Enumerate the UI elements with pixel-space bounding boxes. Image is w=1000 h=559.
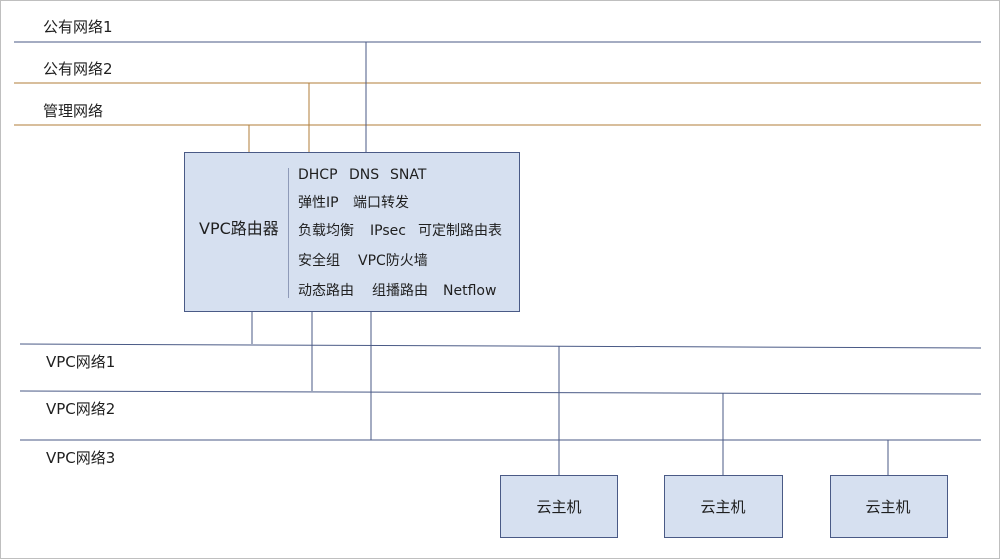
cloud-host-1-box	[500, 475, 618, 538]
vpc-network-1-line	[19, 343, 982, 349]
vpc-router: VPC路由器 DHCP DNS SNAT 弹性IP 端口转发 负载均衡 IPse…	[184, 152, 520, 312]
service-dns: DNS	[349, 167, 379, 183]
label-management-network: 管理网络	[43, 102, 103, 120]
service-vpc-firewall: VPC防火墙	[358, 253, 428, 269]
label-vpc-network-1: VPC网络1	[46, 353, 115, 371]
router-downlinks	[251, 312, 372, 440]
service-dynamic-routing: 动态路由	[298, 283, 354, 299]
network-labels: 公有网络1 公有网络2 管理网络 VPC网络1 VPC网络2 VPC网络3	[43, 18, 115, 467]
router-uplinks	[248, 42, 367, 152]
cloud-host-3-label: 云主机	[865, 498, 910, 516]
service-custom-route-table: 可定制路由表	[418, 223, 502, 239]
vpc-router-title: VPC路由器	[199, 219, 279, 238]
service-multicast-routing: 组播路由	[372, 283, 428, 299]
service-port-forwarding: 端口转发	[353, 195, 409, 211]
service-security-group: 安全组	[298, 252, 340, 269]
cloud-host-1: 云主机	[500, 475, 618, 538]
service-snat: SNAT	[390, 167, 427, 183]
label-vpc-network-3: VPC网络3	[46, 449, 115, 467]
service-netflow: Netflow	[443, 283, 496, 299]
router-services: DHCP DNS SNAT 弹性IP 端口转发 负载均衡 IPsec 可定制路由…	[298, 167, 502, 299]
cloud-host-3: 云主机	[830, 475, 948, 538]
label-vpc-network-2: VPC网络2	[46, 400, 115, 418]
host-links	[558, 346, 889, 475]
cloud-host-2-box	[664, 475, 783, 538]
service-dhcp: DHCP	[298, 167, 338, 183]
service-ipsec: IPsec	[370, 223, 406, 239]
network-lines	[14, 41, 982, 441]
vpc-router-box	[184, 152, 520, 312]
label-public-network-1: 公有网络1	[43, 18, 113, 36]
service-elastic-ip: 弹性IP	[298, 195, 339, 211]
cloud-host-1-label: 云主机	[536, 498, 581, 516]
cloud-hosts: 云主机 云主机 云主机	[500, 475, 948, 538]
cloud-host-2: 云主机	[664, 475, 783, 538]
service-load-balancing: 负载均衡	[298, 223, 354, 239]
cloud-host-3-box	[830, 475, 948, 538]
cloud-host-2-label: 云主机	[700, 498, 745, 516]
label-public-network-2: 公有网络2	[43, 60, 113, 78]
vpc-network-2-line	[19, 390, 982, 395]
